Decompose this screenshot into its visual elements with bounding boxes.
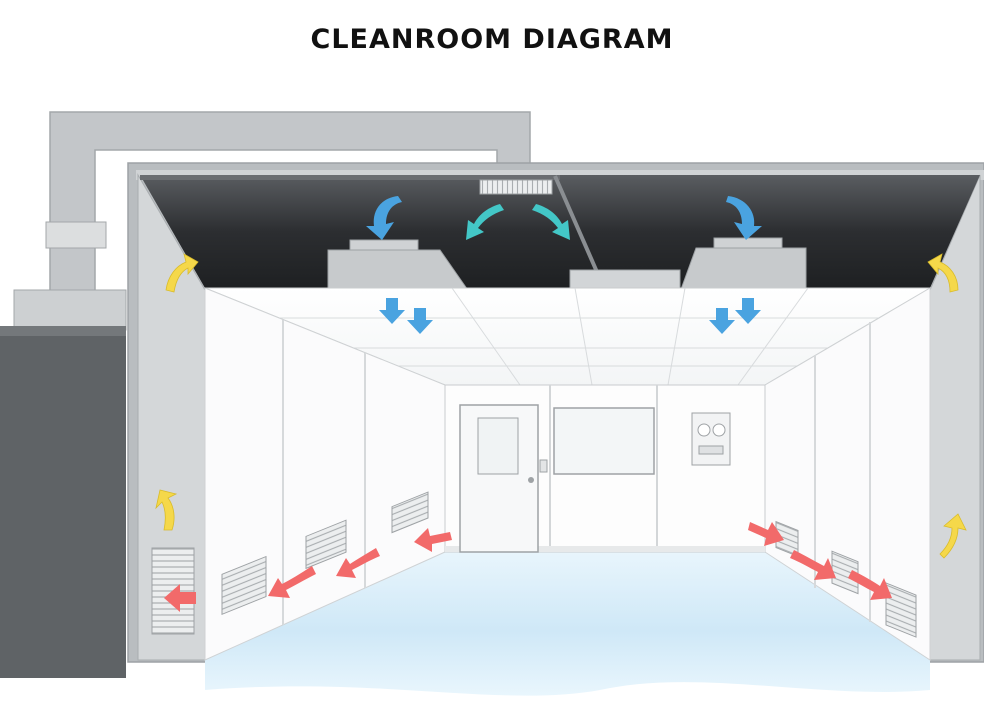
air-handling-unit bbox=[0, 289, 127, 678]
exhaust-arrow-icon bbox=[466, 204, 504, 240]
up-arrow-icon bbox=[155, 489, 178, 531]
up-arrow-icon bbox=[165, 253, 199, 293]
down-arrow-icon bbox=[735, 298, 761, 324]
down-arrow-icon bbox=[379, 298, 405, 324]
cleanroom-floor bbox=[205, 552, 930, 696]
exhaust-arrow-icon bbox=[532, 204, 570, 240]
return-arrow-icon bbox=[164, 584, 196, 612]
return-arrow-icon bbox=[848, 570, 892, 600]
right-wall bbox=[764, 287, 931, 661]
side-return-grille-left bbox=[151, 547, 195, 635]
return-arrow-icon bbox=[414, 528, 452, 552]
return-air-duct bbox=[45, 111, 531, 301]
return-arrow-icon bbox=[336, 548, 380, 578]
return-air-arrows-left bbox=[164, 528, 452, 612]
return-arrow-icon bbox=[748, 522, 784, 546]
return-arrow-icon bbox=[268, 566, 316, 598]
up-arrow-icon bbox=[927, 253, 959, 293]
hepa-downflow-arrows bbox=[379, 298, 761, 334]
cleanroom-door bbox=[459, 404, 548, 553]
return-air-arrows-right bbox=[748, 522, 892, 600]
pressure-gauge-icon bbox=[712, 423, 726, 437]
up-arrow-icon bbox=[939, 513, 967, 559]
exhaust-grille bbox=[479, 179, 553, 195]
supply-arrow-icon bbox=[726, 196, 762, 240]
down-arrow-icon bbox=[407, 308, 433, 334]
door-switch bbox=[539, 459, 548, 473]
down-arrow-icon bbox=[709, 308, 735, 334]
diagram-title: CLEANROOM DIAGRAM bbox=[310, 24, 674, 55]
door-handle bbox=[528, 477, 534, 483]
supply-air-arrows bbox=[366, 196, 762, 240]
pressure-gauge-icon bbox=[697, 423, 711, 437]
exhaust-air-arrows bbox=[466, 204, 570, 240]
observation-window bbox=[553, 407, 655, 475]
hepa-filter-unit-center bbox=[569, 269, 681, 291]
return-arrow-icon bbox=[790, 550, 836, 580]
control-panel bbox=[691, 412, 731, 466]
recirculated-air-arrows bbox=[155, 253, 967, 559]
supply-arrow-icon bbox=[366, 196, 402, 240]
